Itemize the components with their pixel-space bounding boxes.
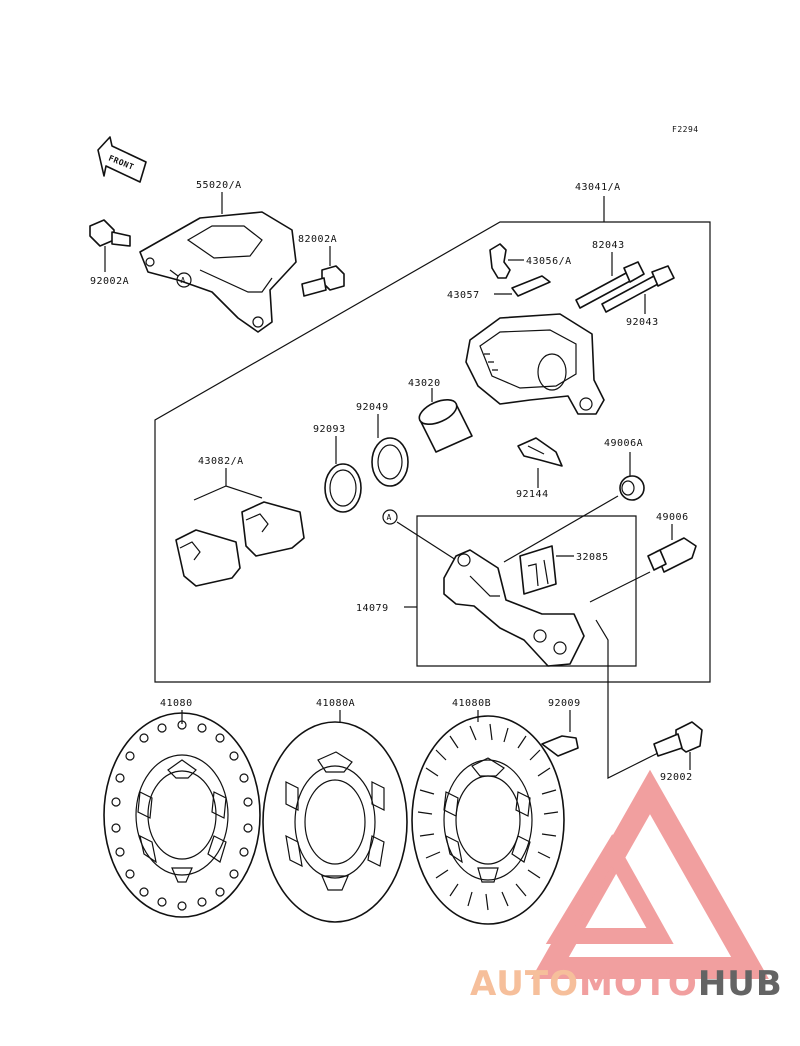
bleeder-valve-part <box>489 243 511 279</box>
label-boot: 49006A <box>604 438 643 449</box>
pin-bolt-part <box>647 537 697 573</box>
disc-41080b-part <box>411 715 565 925</box>
piston-part <box>418 398 473 453</box>
holder-part <box>443 549 585 667</box>
pad-spring-part <box>517 437 563 467</box>
watermark-logo: AUTOMOTOHUB <box>470 769 783 1004</box>
label-bracket: 55020/A <box>196 180 242 191</box>
label-shim: 32085 <box>576 552 609 563</box>
label-disc-3: 41080B <box>452 698 491 709</box>
label-piston: 43020 <box>408 378 441 389</box>
label-caliper-assy: 43041/A <box>575 182 621 193</box>
mount-bolt-part <box>653 721 703 757</box>
disc-41080a-part <box>262 721 408 923</box>
label-pad-spring: 92144 <box>516 489 549 500</box>
label-disc-2: 41080A <box>316 698 355 709</box>
label-pin-a: 82043 <box>592 240 625 251</box>
label-disc-1: 41080 <box>160 698 193 709</box>
bolt-bracket-part <box>301 265 345 297</box>
disc-bolt-part <box>541 735 579 757</box>
label-pin-bolt: 49006 <box>656 512 689 523</box>
holder-outline <box>416 515 637 667</box>
pin-a-part <box>575 261 645 309</box>
boot-part <box>619 475 645 501</box>
label-bleeder: 43056/A <box>526 256 572 267</box>
shim-part <box>519 545 557 595</box>
label-bolt-left: 92002A <box>90 276 129 287</box>
label-bolt-bracket: 82002A <box>298 234 337 245</box>
front-arrow-icon: FRONT <box>97 136 147 183</box>
figure-code: F2294 <box>672 125 699 134</box>
label-piston-seal: 92093 <box>313 424 346 435</box>
callout-a2-circle <box>382 509 398 525</box>
label-holder: 14079 <box>356 603 389 614</box>
label-bleeder-cap: 43057 <box>447 290 480 301</box>
callout-a2-label: A <box>387 513 392 522</box>
disc-41080-part <box>103 712 261 918</box>
assembly-outline <box>154 221 711 683</box>
caliper-body-part <box>465 313 605 415</box>
bracket-part <box>139 211 297 333</box>
label-mount-bolt: 92002 <box>660 772 693 783</box>
bleeder-cap-part <box>511 275 551 297</box>
pin-b-part <box>601 265 675 313</box>
bolt-left-part <box>89 219 131 247</box>
brake-pads-part <box>175 501 305 587</box>
label-disc-bolt: 92009 <box>548 698 581 709</box>
label-pin-b: 92043 <box>626 317 659 328</box>
label-dust-seal: 92049 <box>356 402 389 413</box>
watermark-text: AUTOMOTOHUB <box>470 964 783 1004</box>
label-pads: 43082/A <box>198 456 244 467</box>
piston-seal-part <box>324 463 362 513</box>
callout-a-circle <box>176 272 192 288</box>
callout-a-label: A <box>181 276 186 285</box>
dust-seal-part <box>371 437 409 487</box>
